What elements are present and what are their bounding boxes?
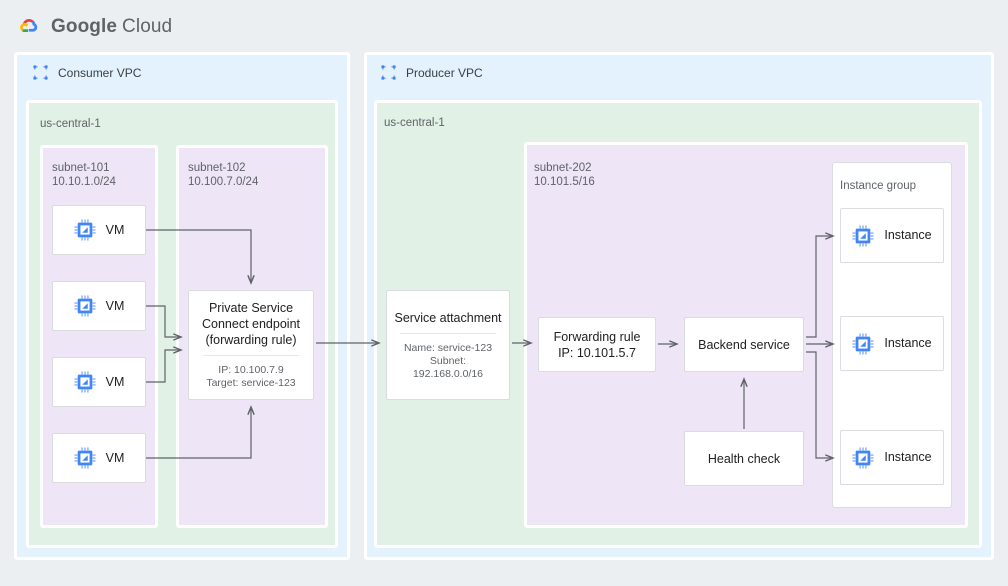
vm-box-2[interactable]: VM [52, 281, 146, 331]
vpc-icon [33, 65, 48, 80]
psc-endpoint-details: IP: 10.100.7.9 Target: service-123 [202, 355, 300, 390]
subnet-202-cidr: 10.101.5/16 [534, 176, 595, 188]
vm-label-1: VM [105, 222, 125, 237]
subnet-102-label: subnet-102 10.100.7.0/24 [188, 161, 258, 189]
vm-label-4: VM [105, 450, 125, 465]
vpc-icon [381, 65, 396, 80]
instance-box-3[interactable]: Instance [840, 430, 944, 485]
consumer-vpc-label: Consumer VPC [58, 65, 142, 80]
vm-box-4[interactable]: VM [52, 433, 146, 483]
vm-chip-icon [74, 371, 96, 393]
instance-label-1: Instance [884, 228, 932, 242]
producer-vpc-title: Producer VPC [380, 64, 483, 81]
subnet-101-cidr: 10.10.1.0/24 [52, 176, 116, 188]
subnet-202-name: subnet-202 [534, 162, 592, 174]
subnet-101-name: subnet-101 [52, 162, 110, 174]
vm-label-3: VM [105, 374, 125, 389]
consumer-vpc-title: Consumer VPC [32, 64, 141, 81]
psc-endpoint-title: Private Service Connect endpoint (forwar… [202, 301, 300, 347]
vm-box-1[interactable]: VM [52, 205, 146, 255]
logo-cloud-word: Cloud [122, 16, 173, 37]
service-attachment-title: Service attachment [394, 310, 502, 325]
service-attachment-details: Name: service-123 Subnet: 192.168.0.0/16 [400, 332, 496, 381]
google-cloud-logo-icon [20, 18, 38, 33]
subnet-102-name: subnet-102 [188, 162, 246, 174]
logo-google-word: Google [51, 16, 118, 37]
instance-group-label: Instance group [840, 180, 917, 192]
instance-box-2[interactable]: Instance [840, 316, 944, 371]
instance-label-2: Instance [884, 336, 932, 350]
vm-box-3[interactable]: VM [52, 357, 146, 407]
health-check-title: Health check [707, 451, 781, 466]
vm-chip-icon [74, 219, 96, 241]
subnet-202-label: subnet-202 10.101.5/16 [534, 161, 595, 189]
service-attachment-box[interactable]: Service attachment Name: service-123 Sub… [386, 290, 510, 400]
vm-chip-icon [852, 446, 874, 469]
vm-label-2: VM [105, 298, 125, 313]
producer-vpc-label: Producer VPC [406, 65, 483, 80]
vm-chip-icon [74, 295, 96, 317]
instance-label-3: Instance [884, 450, 932, 464]
consumer-region-label: us-central-1 [40, 118, 101, 130]
backend-service-title: Backend service [698, 337, 790, 352]
producer-region-label: us-central-1 [384, 117, 445, 129]
instance-box-1[interactable]: Instance [840, 208, 944, 263]
vm-chip-icon [852, 332, 874, 355]
vm-chip-icon [74, 447, 96, 469]
psc-endpoint-box[interactable]: Private Service Connect endpoint (forwar… [188, 290, 314, 400]
forwarding-rule-title: Forwarding rule IP: 10.101.5.7 [553, 329, 641, 360]
forwarding-rule-box[interactable]: Forwarding rule IP: 10.101.5.7 [538, 317, 656, 372]
subnet-101-label: subnet-101 10.10.1.0/24 [52, 161, 116, 189]
backend-service-box[interactable]: Backend service [684, 317, 804, 372]
subnet-102-cidr: 10.100.7.0/24 [188, 176, 259, 188]
vm-chip-icon [852, 224, 874, 247]
health-check-box[interactable]: Health check [684, 431, 804, 486]
